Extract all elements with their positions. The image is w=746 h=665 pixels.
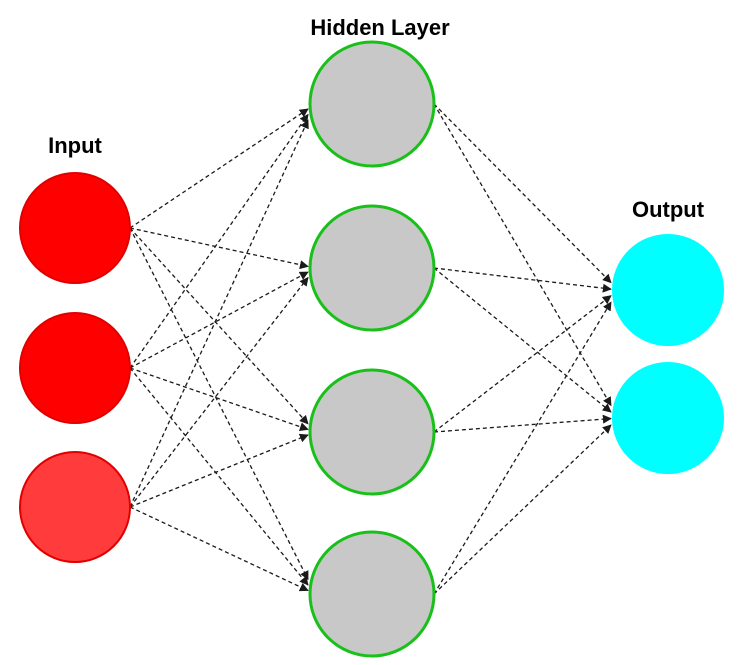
input-node-2 <box>19 312 131 424</box>
edge-input-2-to-hidden-1 <box>129 113 309 369</box>
input-node-1 <box>19 172 131 284</box>
output-layer-label: Output <box>632 197 705 222</box>
hidden-node-2 <box>308 204 436 332</box>
output-node-1 <box>612 234 724 346</box>
edge-hidden-4-to-output-1 <box>433 301 612 595</box>
nodes <box>19 40 724 658</box>
edge-input-1-to-hidden-2 <box>129 227 309 270</box>
edge-input-3-to-hidden-4 <box>129 506 309 592</box>
edge-input-1-to-hidden-3 <box>129 227 309 425</box>
edge-input-1-to-hidden-1 <box>129 108 309 229</box>
edge-hidden-3-to-output-2 <box>433 414 612 433</box>
hidden-node-3 <box>308 368 436 496</box>
hidden-node-4 <box>308 530 436 658</box>
edge-hidden-3-to-output-1 <box>433 295 612 433</box>
edge-input-1-to-hidden-4 <box>129 227 309 581</box>
edge-input-3-to-hidden-1 <box>129 119 309 508</box>
edge-hidden-1-to-output-2 <box>433 103 612 407</box>
hidden-layer-label: Hidden Layer <box>310 15 450 40</box>
hidden-node-1 <box>308 40 436 168</box>
edge-hidden-2-to-output-1 <box>433 267 612 293</box>
edge-hidden-4-to-output-2 <box>433 424 612 595</box>
edge-input-2-to-hidden-4 <box>129 367 309 586</box>
edge-input-3-to-hidden-2 <box>129 276 309 508</box>
input-layer-label: Input <box>48 133 102 158</box>
edge-input-2-to-hidden-2 <box>129 271 309 369</box>
connections <box>129 103 612 595</box>
input-node-3 <box>19 451 131 563</box>
edge-input-2-to-hidden-3 <box>129 367 309 432</box>
edge-hidden-2-to-output-2 <box>433 267 612 413</box>
output-node-2 <box>612 362 724 474</box>
edge-input-3-to-hidden-3 <box>129 433 309 508</box>
